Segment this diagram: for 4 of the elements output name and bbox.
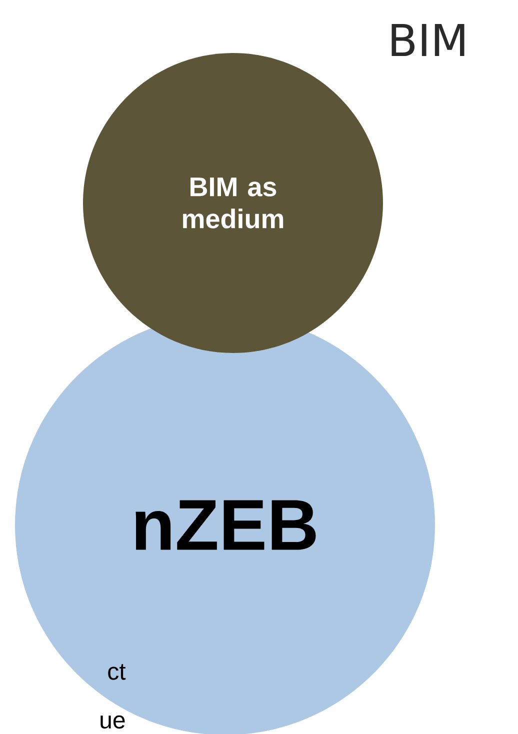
partial-text: ct [108, 664, 126, 680]
partial-text: ue [100, 715, 125, 729]
circle-node: BIM as medium [83, 53, 383, 353]
heading-text: BIM [392, 24, 464, 56]
